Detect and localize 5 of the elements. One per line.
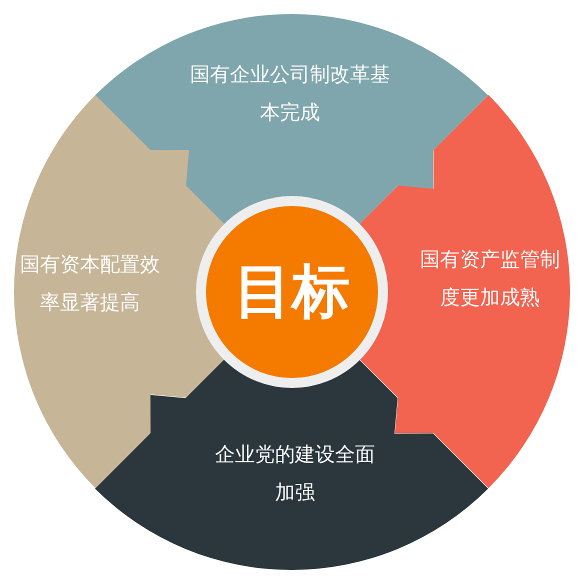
segment-label: 国有资本配置效率显著提高 xyxy=(19,250,161,316)
goal-title: 目标 xyxy=(234,256,350,327)
segment-label: 企业党的建设全面加强 xyxy=(214,441,375,506)
segment-label: 国有企业公司制改革基本完成 xyxy=(190,61,390,126)
segment-label: 国有资产监管制度更加成熟 xyxy=(419,246,561,311)
